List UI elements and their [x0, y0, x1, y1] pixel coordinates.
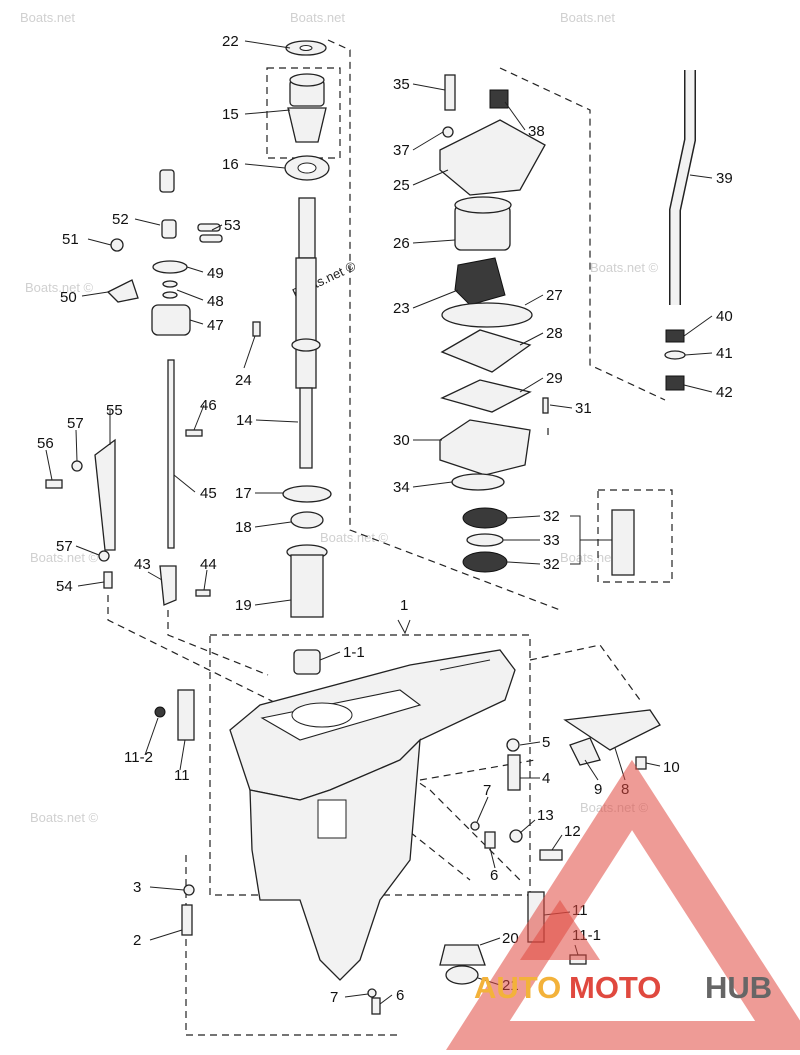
- callout-52: 52: [112, 211, 129, 228]
- callout-32a: 32: [543, 508, 560, 525]
- callout-45: 45: [200, 485, 217, 502]
- callout-51: 51: [62, 231, 79, 248]
- callout-26: 26: [393, 235, 410, 252]
- water-pump-assembly: [439, 74, 635, 576]
- logo-inner-mark: [520, 900, 600, 960]
- callout-50: 50: [60, 289, 77, 306]
- watermark-text: Boats.net ©: [320, 530, 389, 545]
- callout-33: 33: [543, 532, 560, 549]
- callout-7b: 7: [330, 989, 338, 1006]
- callout-6b: 6: [396, 987, 404, 1004]
- callout-16: 16: [222, 156, 239, 173]
- callout-24: 24: [235, 372, 252, 389]
- callout-5: 5: [542, 734, 550, 751]
- watermark-text: Boats.net: [290, 10, 345, 25]
- watermark-text: Boats.net ©: [590, 260, 659, 275]
- callout-37: 37: [393, 142, 410, 159]
- callout-35: 35: [393, 76, 410, 93]
- watermark-text: Boats.net ©: [30, 810, 99, 825]
- callout-9: 9: [594, 781, 602, 798]
- watermark-text: Boats.net ©: [25, 280, 94, 295]
- callout-11a: 11: [174, 767, 190, 784]
- automotohub-logo: AUTO MOTO HUB: [442, 759, 800, 1055]
- callout-23: 23: [393, 300, 410, 317]
- callout-20: 20: [502, 930, 519, 947]
- watermark-text: Boats.net: [560, 10, 615, 25]
- callout-31: 31: [575, 400, 592, 417]
- callout-34: 34: [393, 479, 410, 496]
- callout-44: 44: [200, 556, 217, 573]
- callout-47: 47: [207, 317, 224, 334]
- gearcase-housing: [229, 649, 516, 981]
- callout-53: 53: [224, 217, 241, 234]
- callout-10: 10: [663, 759, 680, 776]
- callout-25: 25: [393, 177, 410, 194]
- callout-42: 42: [716, 384, 733, 401]
- shift-rod-assembly: [45, 169, 223, 741]
- callout-41: 41: [716, 345, 733, 362]
- callout-1: 1: [400, 597, 408, 614]
- callout-14: 14: [236, 412, 253, 429]
- callout-13: 13: [537, 807, 554, 824]
- callout-38: 38: [528, 123, 545, 140]
- water-tube-assembly: [664, 70, 696, 391]
- callout-32b: 32: [543, 556, 560, 573]
- drive-shaft-assembly: [252, 40, 332, 675]
- callout-17: 17: [235, 485, 252, 502]
- callout-57a: 57: [67, 415, 84, 432]
- watermark-text: Boats.net ©: [30, 550, 99, 565]
- callout-3: 3: [133, 879, 141, 896]
- callout-57b: 57: [56, 538, 73, 555]
- callout-56: 56: [37, 435, 54, 452]
- callout-28: 28: [546, 325, 563, 342]
- logo-word-moto: MOTO: [569, 970, 661, 1005]
- callout-39: 39: [716, 170, 733, 187]
- callout-46: 46: [200, 397, 217, 414]
- watermark-text: Boats.net: [20, 10, 75, 25]
- callout-7a: 7: [483, 782, 491, 799]
- callout-27: 27: [546, 287, 563, 304]
- callout-12: 12: [564, 823, 581, 840]
- callout-6a: 6: [490, 867, 498, 884]
- callout-55: 55: [106, 402, 123, 419]
- callout-4: 4: [542, 770, 550, 787]
- callout-30: 30: [393, 432, 410, 449]
- callout-18: 18: [235, 519, 252, 536]
- callout-54: 54: [56, 578, 73, 595]
- callout-48: 48: [207, 293, 224, 310]
- callout-labels: 22 15 16 52 53 51 49 48 50 47 24 14 46 5…: [37, 33, 733, 1006]
- callout-11-2: 11-2: [124, 749, 153, 766]
- callout-1-1: 1-1: [343, 644, 365, 661]
- callout-22: 22: [222, 33, 239, 50]
- callout-43: 43: [134, 556, 151, 573]
- callout-19: 19: [235, 597, 252, 614]
- callout-15: 15: [222, 106, 239, 123]
- callout-29: 29: [546, 370, 563, 387]
- logo-word-auto: AUTO: [474, 970, 561, 1005]
- callout-49: 49: [207, 265, 224, 282]
- callout-40: 40: [716, 308, 733, 325]
- callout-2: 2: [133, 932, 141, 949]
- logo-word-hub: HUB: [705, 970, 772, 1005]
